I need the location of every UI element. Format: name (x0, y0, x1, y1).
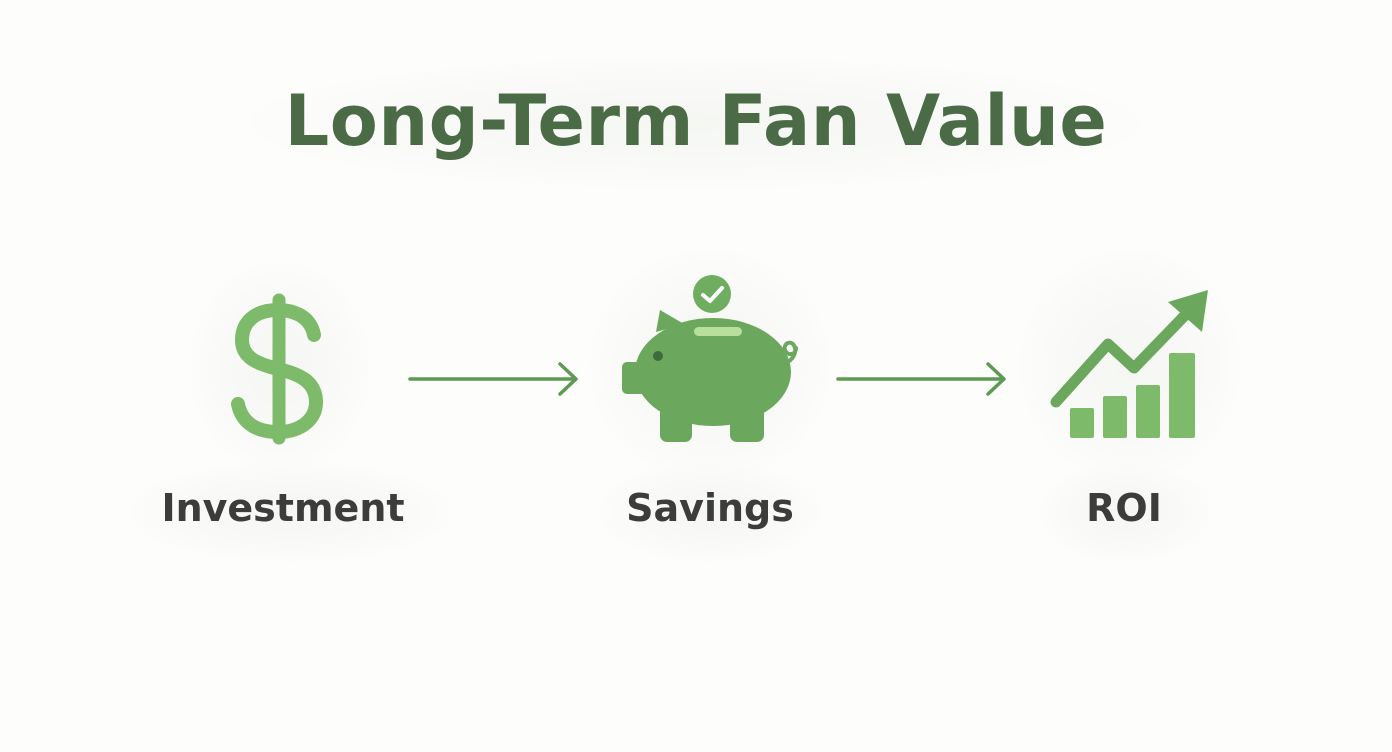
growth-chart-icon (1050, 290, 1208, 438)
arrow-right-icon (408, 362, 578, 396)
dollar-sign-icon (231, 293, 323, 445)
title-glow (250, 58, 1140, 188)
diagram-title: Long-Term Fan Value (284, 80, 1108, 162)
step-investment-label-glow (130, 462, 450, 562)
step-roi-label-glow (1040, 462, 1210, 562)
step-savings-label-glow (600, 462, 820, 562)
step-investment-label: Investment (161, 486, 405, 530)
step-roi-label: ROI (1086, 486, 1162, 530)
arrow-right-icon (836, 362, 1006, 396)
piggy-bank-icon (622, 275, 798, 442)
step-savings-label: Savings (626, 486, 794, 530)
